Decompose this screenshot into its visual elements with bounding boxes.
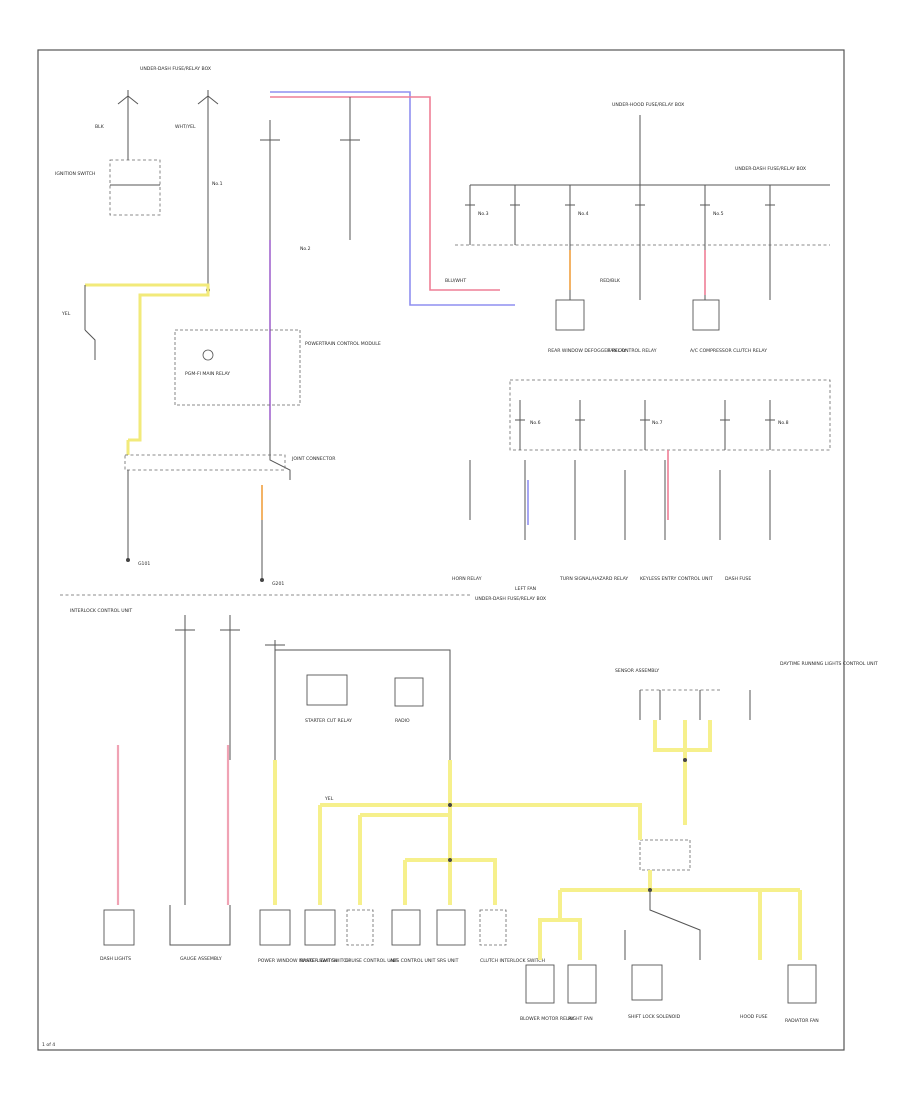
label-wire-blk-1: BLK <box>95 124 105 130</box>
right-fan-box <box>567 964 597 1004</box>
label-interlock: INTERLOCK CONTROL UNIT <box>70 608 132 614</box>
label-radio: RADIO <box>395 718 410 724</box>
label-mid-right-source: UNDER-DASH FUSE/RELAY BOX <box>475 596 546 602</box>
radio-box <box>394 677 424 707</box>
label-tr-bus: UNDER-DASH FUSE/RELAY BOX <box>735 166 806 172</box>
label-fuse-6: No.6 <box>530 420 541 426</box>
label-starter-cut: STARTER CUT RELAY <box>305 718 352 724</box>
label-brake-light: BRAKE LIGHT SWITCH <box>300 958 350 964</box>
diagram-frame <box>37 49 845 1051</box>
radiator-fan-box <box>787 964 817 1004</box>
label-fuse-3: No.3 <box>478 211 489 217</box>
srs-box <box>436 909 466 946</box>
label-tr-source: UNDER-HOOD FUSE/RELAY BOX <box>612 102 684 108</box>
pcm-box <box>174 329 301 406</box>
label-right-fan: RIGHT FAN <box>568 1016 593 1022</box>
clutch-box <box>479 909 507 946</box>
label-horn: HORN RELAY <box>452 576 482 582</box>
dash-lights-box <box>103 909 135 946</box>
label-gauge-assembly: GAUGE ASSEMBLY <box>180 956 222 962</box>
label-turn-signal: TURN SIGNAL/HAZARD RELAY <box>559 576 628 582</box>
label-shift-lock: SHIFT LOCK SOLENOID <box>628 1014 681 1020</box>
label-srs-unit: SRS UNIT <box>437 958 459 964</box>
label-clutch-switch: CLUTCH INTERLOCK SWITCH <box>480 958 545 964</box>
label-fuse-8: No.8 <box>778 420 789 426</box>
label-fuse-5: No.5 <box>713 211 724 217</box>
cruise-box <box>346 909 374 946</box>
brake-light-box <box>304 909 336 946</box>
rear-window-relay <box>555 299 585 331</box>
label-ground-g201: G201 <box>272 581 284 587</box>
label-fuse-2: No.2 <box>300 246 311 252</box>
label-wire-yel-1: YEL <box>61 311 71 317</box>
page-number: 1 of 4 <box>42 1042 55 1048</box>
label-wire-yel-2: YEL <box>324 796 334 802</box>
label-sensor-assembly: SENSOR ASSEMBLY <box>615 668 659 674</box>
label-radiator-fan: RADIATOR FAN <box>785 1018 819 1024</box>
label-left-fan: LEFT FAN <box>515 586 536 592</box>
joint-box-right <box>639 839 691 871</box>
label-rear-window: REAR WINDOW DEFOGGER RELAY <box>548 348 626 354</box>
label-wire-red-blk: RED/BLK <box>600 278 621 284</box>
label-joint-connector: JOINT CONNECTOR <box>291 456 336 462</box>
label-hood-fuse: HOOD FUSE <box>740 1014 768 1020</box>
label-wire-wht-yel-1: WHT/YEL <box>175 124 196 130</box>
label-keyless: KEYLESS ENTRY CONTROL UNIT <box>640 576 713 582</box>
label-pgm-fi: PGM-FI MAIN RELAY <box>185 371 230 377</box>
label-dash-fuse: DASH FUSE <box>725 576 751 582</box>
label-pcm: POWERTRAIN CONTROL MODULE <box>305 341 381 347</box>
label-blower: BLOWER MOTOR RELAY <box>520 1016 574 1022</box>
label-fan-relay: FAN CONTROL RELAY <box>608 348 657 354</box>
fan-relay <box>692 299 720 331</box>
label-wire-blu-wht: BLU/WHT <box>445 278 466 284</box>
label-dash-lights: DASH LIGHTS <box>100 956 131 962</box>
label-ac-relay: A/C COMPRESSOR CLUTCH RELAY <box>690 348 767 354</box>
power-window-box <box>259 909 291 946</box>
label-ground-g101: G101 <box>138 561 150 567</box>
starter-cut-relay <box>306 674 348 706</box>
left-fan-box <box>525 964 555 1004</box>
label-abs-control: ABS CONTROL UNIT <box>390 958 436 964</box>
label-power-window: POWER WINDOW MASTER SWITCH <box>258 958 337 964</box>
label-fuse-1: No.1 <box>212 181 223 187</box>
abs-box <box>391 909 421 946</box>
label-daytime-lights: DAYTIME RUNNING LIGHTS CONTROL UNIT <box>780 661 878 667</box>
label-cruise-control: CRUISE CONTROL UNIT <box>345 958 398 964</box>
shift-lock-box <box>631 964 663 1001</box>
label-fuse-7: No.7 <box>652 420 663 426</box>
label-tl-source: UNDER-DASH FUSE/RELAY BOX <box>140 66 211 72</box>
label-ignition-switch: IGNITION SWITCH <box>55 171 95 177</box>
label-fuse-4: No.4 <box>578 211 589 217</box>
